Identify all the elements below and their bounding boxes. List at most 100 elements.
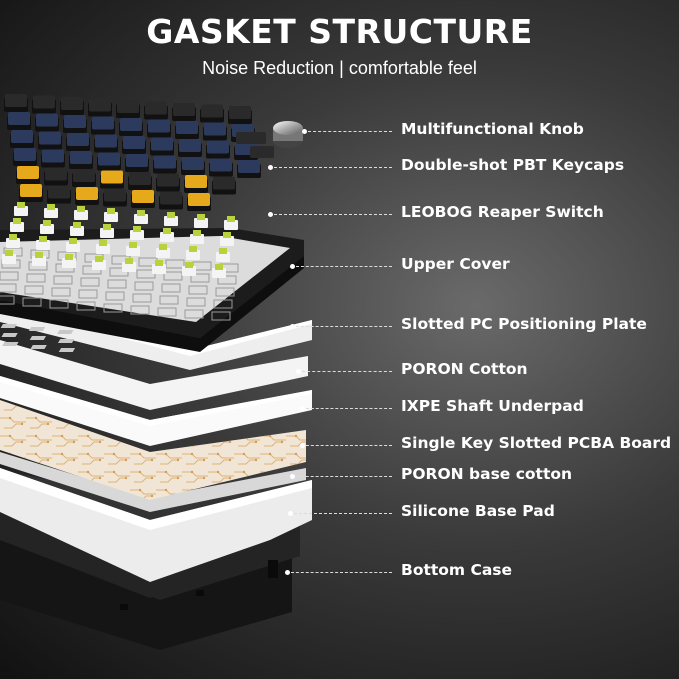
keycap bbox=[95, 134, 117, 148]
keycap bbox=[33, 95, 55, 109]
switch-stem bbox=[219, 248, 227, 254]
cover-cell bbox=[0, 295, 15, 305]
cover-cell bbox=[80, 277, 100, 287]
keycap bbox=[36, 113, 58, 127]
keycap bbox=[76, 187, 98, 200]
switch-stem bbox=[95, 256, 103, 262]
switch-stem bbox=[39, 236, 47, 242]
keycap bbox=[117, 100, 139, 113]
plate-slot bbox=[57, 330, 74, 334]
knob-icon bbox=[273, 121, 303, 148]
cover-cell bbox=[163, 271, 183, 281]
cover-cell bbox=[26, 273, 46, 283]
cover-cell bbox=[22, 297, 42, 307]
switch-housing bbox=[190, 234, 204, 244]
cover-cell bbox=[217, 275, 237, 285]
keycap bbox=[73, 169, 95, 182]
switch-housing bbox=[130, 230, 144, 240]
switch-housing bbox=[224, 220, 238, 230]
keycap bbox=[238, 160, 260, 173]
cover-cell bbox=[0, 283, 17, 293]
switch-stem bbox=[77, 206, 85, 212]
plate-slot bbox=[0, 324, 17, 328]
switch-stem bbox=[9, 234, 17, 240]
cover-cell bbox=[51, 287, 71, 297]
keycap bbox=[42, 149, 64, 163]
cover-cell bbox=[186, 297, 206, 307]
cover-cell bbox=[190, 273, 210, 283]
plate-slot bbox=[1, 333, 18, 337]
keycap bbox=[48, 185, 70, 199]
switch-stem bbox=[223, 232, 231, 238]
switch-housing bbox=[10, 222, 24, 232]
switch-housing bbox=[186, 250, 200, 260]
switch-stem bbox=[185, 262, 193, 268]
switch-housing bbox=[62, 258, 76, 268]
cover-cell bbox=[76, 301, 96, 311]
keycap bbox=[129, 172, 151, 185]
cover-cell bbox=[134, 281, 154, 291]
cover-cell bbox=[215, 287, 235, 297]
switch-housing bbox=[36, 240, 50, 250]
switch-stem bbox=[137, 210, 145, 216]
switch-stem bbox=[65, 254, 73, 260]
switch-stem bbox=[73, 222, 81, 228]
keycap bbox=[14, 148, 36, 161]
switch-housing bbox=[156, 248, 170, 258]
cover-cell bbox=[53, 275, 73, 285]
keycap bbox=[160, 191, 182, 205]
cover-cell bbox=[188, 285, 208, 295]
keycap bbox=[70, 151, 92, 164]
switch-stem bbox=[13, 218, 21, 224]
switch-housing bbox=[14, 206, 28, 216]
keycap bbox=[213, 176, 235, 190]
cover-cell bbox=[184, 309, 204, 319]
keycap bbox=[8, 112, 30, 125]
switch-housing bbox=[126, 246, 140, 256]
switch-housing bbox=[100, 228, 114, 238]
switch-stem bbox=[215, 264, 223, 270]
keycap bbox=[236, 132, 266, 144]
plate-slot bbox=[58, 348, 76, 352]
switch-stem bbox=[197, 214, 205, 220]
keycap bbox=[5, 94, 27, 107]
switch-stem bbox=[155, 260, 163, 266]
cover-cell bbox=[161, 283, 181, 293]
cover-cell bbox=[105, 291, 125, 301]
switch-housing bbox=[220, 236, 234, 246]
switch-housing bbox=[96, 244, 110, 254]
switch-housing bbox=[194, 218, 208, 228]
keycap bbox=[229, 106, 251, 119]
switch-stem bbox=[133, 226, 141, 232]
switch-stem bbox=[69, 238, 77, 244]
keycap bbox=[61, 97, 83, 110]
switch-stem bbox=[129, 242, 137, 248]
poron-cotton bbox=[0, 340, 308, 410]
switch-housing bbox=[66, 242, 80, 252]
cover-cell bbox=[49, 299, 69, 309]
keycap bbox=[210, 158, 232, 172]
switch-housing bbox=[92, 260, 106, 270]
keycap bbox=[201, 104, 223, 118]
switch-housing bbox=[216, 252, 230, 262]
keycap bbox=[145, 101, 167, 115]
switch-housing bbox=[212, 268, 226, 278]
switch-stem bbox=[159, 244, 167, 250]
keycap bbox=[123, 136, 145, 149]
switch-housing bbox=[104, 212, 118, 222]
keycap bbox=[64, 115, 86, 128]
page-title: GASKET STRUCTURE bbox=[146, 12, 533, 51]
cover-cell bbox=[165, 259, 185, 269]
switch-stem bbox=[125, 258, 133, 264]
plate-slot bbox=[29, 336, 47, 340]
keycap bbox=[89, 98, 111, 112]
switch-housing bbox=[134, 214, 148, 224]
switch-stem bbox=[189, 246, 197, 252]
poron-base-cotton bbox=[0, 452, 306, 512]
switch-stem bbox=[163, 228, 171, 234]
switch-stem bbox=[5, 250, 13, 256]
switch-housing bbox=[182, 266, 196, 276]
keycap bbox=[250, 146, 274, 158]
keycap bbox=[17, 166, 39, 179]
